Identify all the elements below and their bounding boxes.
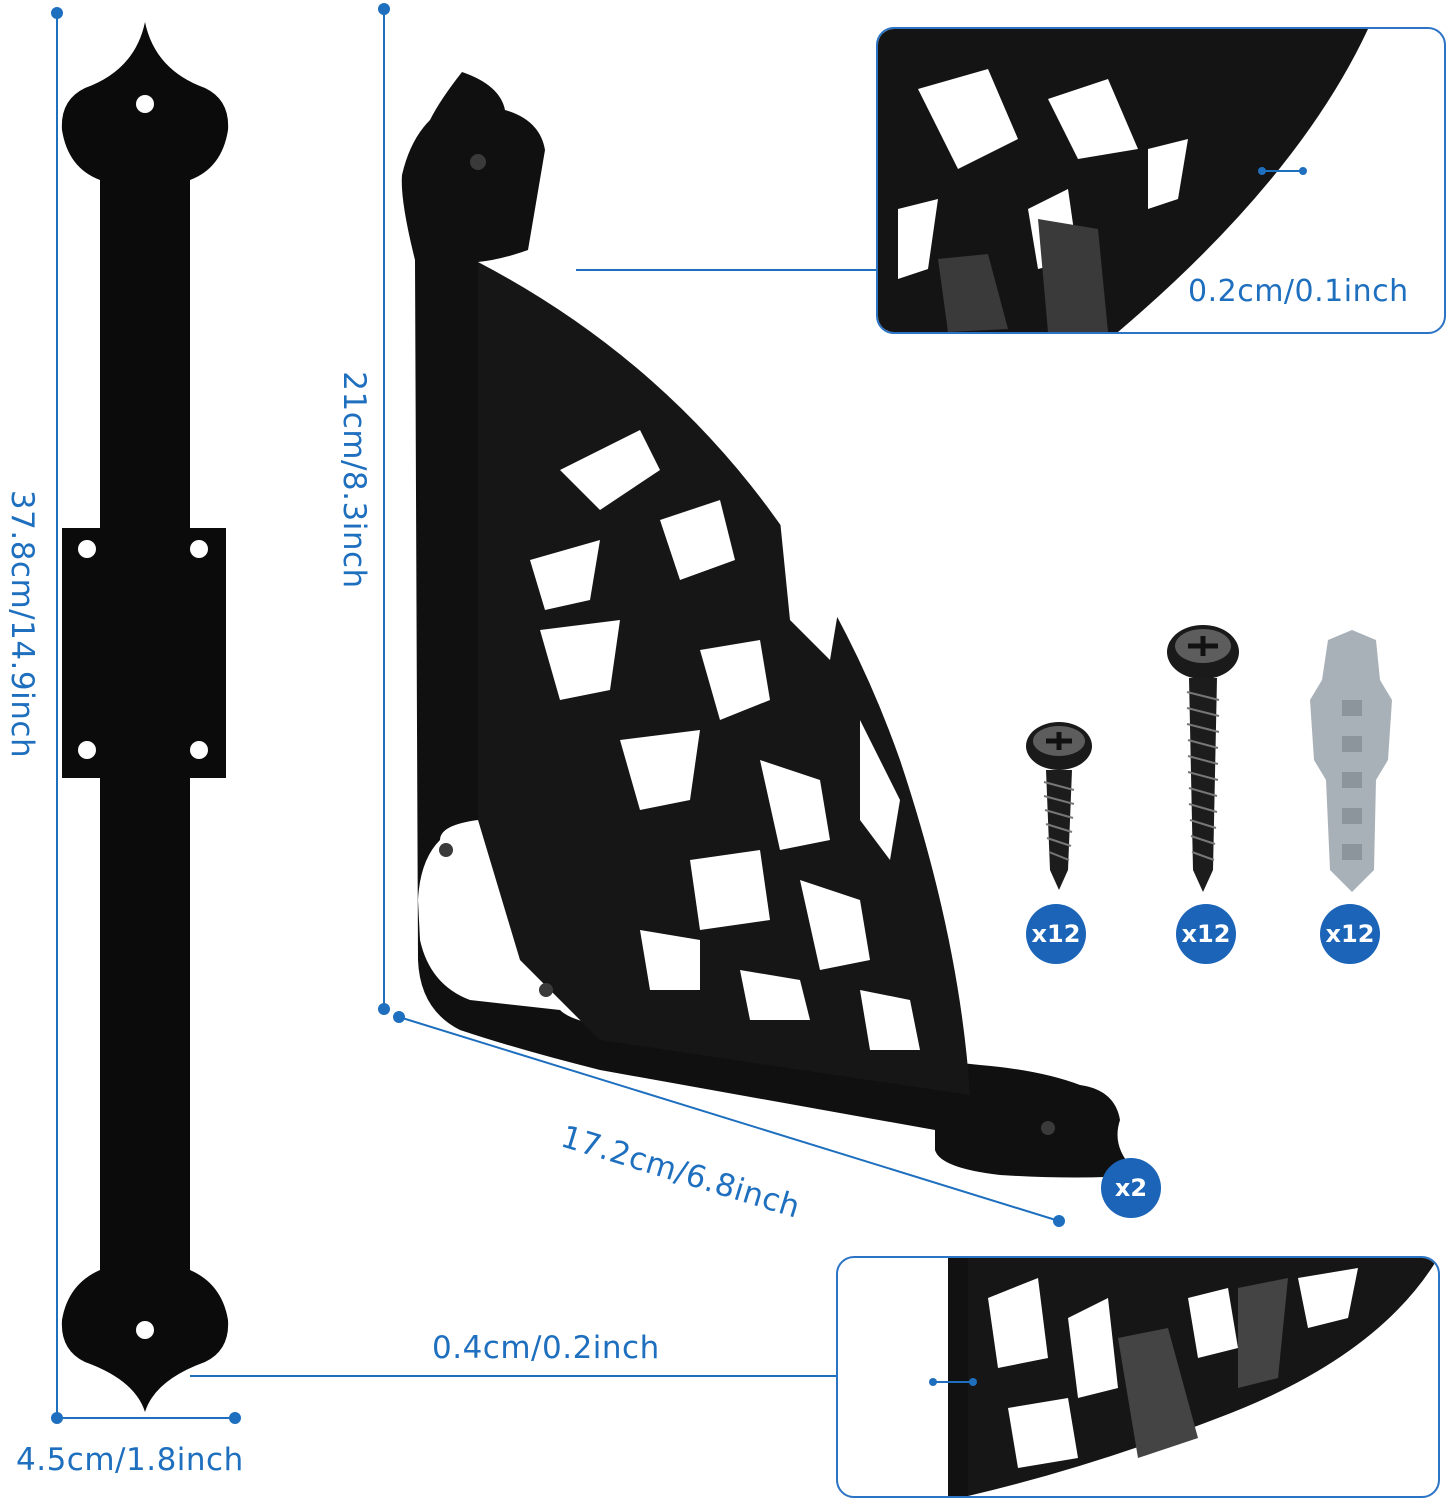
short-screw (1026, 722, 1092, 890)
short-screw-quantity-badge: x12 (1026, 904, 1086, 964)
wall-anchor (1310, 630, 1392, 892)
detail-zoom-bottom (836, 1256, 1440, 1498)
bottom-thickness-label: 0.4cm/0.2inch (432, 1330, 660, 1366)
anchor-quantity-badge: x12 (1320, 904, 1380, 964)
strap-hinge (61, 22, 229, 1412)
long-screw-quantity-badge: x12 (1176, 904, 1236, 964)
top-thickness-label: 0.2cm/0.1inch (1188, 274, 1409, 309)
strap-width-label: 4.5cm/1.8inch (16, 1442, 244, 1478)
shelf-bracket (401, 72, 1140, 1178)
dimension-lines (51, 3, 1065, 1424)
strap-length-label: 37.8cm/14.9inch (4, 489, 40, 759)
long-screw (1167, 625, 1239, 892)
forest-detail-bottom (929, 1258, 1438, 1496)
detail-zoom-top (876, 27, 1446, 334)
bracket-height-label: 21cm/8.3inch (336, 371, 372, 589)
bracket-quantity-badge: x2 (1101, 1158, 1161, 1218)
forest-detail-top (878, 29, 1368, 332)
